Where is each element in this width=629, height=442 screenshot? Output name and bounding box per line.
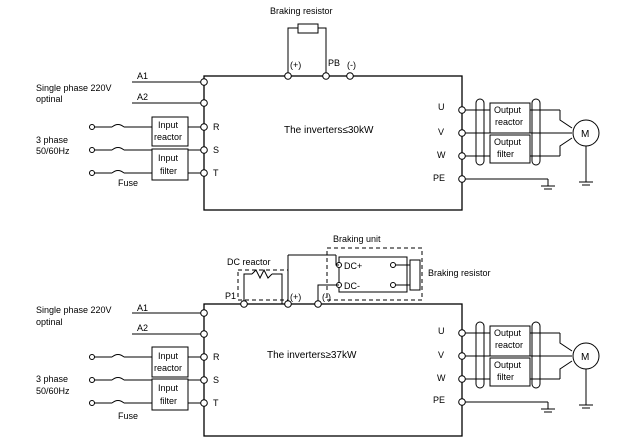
bottom-p1-label: P1: [225, 291, 236, 301]
top-ferrite-right: [531, 98, 541, 166]
top-fuse-group: [89, 124, 152, 176]
bottom-u-label: U: [438, 326, 445, 336]
bottom-a1-label: A1: [137, 303, 148, 313]
top-braking-resistor-wire: [287, 27, 298, 76]
top-braking-resistor-symbol: [297, 23, 319, 34]
top-pb-label: PB: [328, 58, 340, 68]
top-three-phase-line2: 50/60Hz: [36, 146, 70, 156]
bottom-braking-unit-box: [326, 247, 423, 301]
top-three-phase-line1: 3 phase: [36, 135, 68, 145]
bottom-inverter-label: The inverters≥37kW: [267, 350, 357, 361]
bottom-input-reactor-line2: reactor: [154, 363, 182, 373]
top-ground-icon: [541, 179, 555, 190]
bottom-input-reactor-line1: Input: [158, 351, 179, 361]
bottom-motor-label: M: [581, 352, 589, 363]
top-output-reactor-box: [489, 102, 531, 134]
bottom-dc-plus-label: DC+: [344, 261, 362, 271]
top-a2-label: A2: [137, 92, 148, 102]
top-output-filter-line2: filter: [497, 149, 514, 159]
top-single-phase-line2: optinal: [36, 94, 63, 104]
bottom-ferrite-right: [531, 321, 541, 389]
bottom-diagram: The inverters≥37kW Braking unit DC+ DC- …: [36, 234, 600, 437]
top-terminal-minus: [346, 72, 354, 80]
top-output-reactor-line1: Output: [494, 105, 522, 115]
bottom-plus-label: (+): [290, 292, 301, 302]
top-diagram: The inverters≤30kW Braking resistor (+) …: [36, 6, 600, 211]
bottom-input-filter-line2: filter: [160, 396, 177, 406]
bottom-output-reactor-line1: Output: [494, 328, 522, 338]
bottom-braking-resistor-symbol: [409, 259, 421, 291]
top-w-label: W: [437, 150, 446, 160]
bottom-a2-label: A2: [137, 323, 148, 333]
top-input-reactor-line2: reactor: [154, 132, 182, 142]
bottom-pe-label: PE: [433, 395, 445, 405]
top-a1-label: A1: [137, 71, 148, 81]
top-input-reactor-line1: Input: [158, 120, 179, 130]
bottom-input-reactor-box: [151, 346, 189, 378]
top-ferrite-left: [475, 98, 485, 166]
bottom-fuse-group: [89, 354, 152, 406]
bottom-braking-unit-label: Braking unit: [333, 234, 381, 244]
bottom-dc-minus-label: DC-: [344, 281, 360, 291]
top-u-label: U: [438, 102, 445, 112]
top-input-filter-line2: filter: [160, 166, 177, 176]
bottom-ferrite-left: [475, 321, 485, 389]
top-output-filter-line1: Output: [494, 137, 522, 147]
bottom-output-filter-line1: Output: [494, 360, 522, 370]
top-motor-label: M: [581, 129, 589, 140]
top-fuse-label: Fuse: [118, 178, 138, 188]
top-input-filter-line1: Input: [158, 153, 179, 163]
top-output-reactor-line2: reactor: [495, 117, 523, 127]
bottom-s-label: S: [213, 375, 219, 385]
top-r-label: R: [213, 122, 220, 132]
bottom-input-filter-box: [151, 378, 189, 411]
bottom-r-label: R: [213, 352, 220, 362]
bottom-fuse-label: Fuse: [118, 411, 138, 421]
top-terminal-a1: [200, 78, 208, 86]
bottom-three-phase-line2: 50/60Hz: [36, 386, 70, 396]
bottom-output-filter-line2: filter: [497, 372, 514, 382]
bottom-v-label: V: [438, 350, 444, 360]
top-plus-label: (+): [290, 60, 301, 70]
bottom-dc-reactor-label: DC reactor: [227, 257, 271, 267]
bottom-motor-ground-icon: [579, 404, 593, 409]
bottom-inverter-box: [203, 303, 463, 437]
bottom-output-reactor-line2: reactor: [495, 340, 523, 350]
top-output-filter-box: [489, 134, 531, 164]
bottom-output-reactor-box: [489, 325, 531, 357]
top-t-label: T: [213, 168, 219, 178]
top-minus-label: (-): [347, 60, 356, 70]
top-motor-ground-icon: [579, 181, 593, 186]
bottom-three-phase-line1: 3 phase: [36, 374, 68, 384]
top-terminal-plus: [284, 72, 292, 80]
bottom-output-filter-box: [489, 357, 531, 387]
top-braking-resistor-label: Braking resistor: [270, 6, 333, 16]
bottom-single-phase-line2: optinal: [36, 317, 63, 327]
bottom-single-phase-line1: Single phase 220V: [36, 305, 112, 315]
bottom-minus-label: (-): [322, 292, 331, 302]
top-s-label: S: [213, 145, 219, 155]
top-input-reactor-box: [151, 116, 189, 147]
top-inverter-box: [203, 75, 463, 211]
top-braking-resistor-wire-b: [318, 27, 327, 76]
bottom-dc-reactor-coil: [251, 268, 273, 280]
top-terminal-a2: [200, 99, 208, 107]
top-v-label: V: [438, 127, 444, 137]
bottom-t-label: T: [213, 398, 219, 408]
bottom-braking-resistor-label: Braking resistor: [428, 268, 491, 278]
top-terminal-pb: [322, 72, 330, 80]
bottom-w-label: W: [437, 373, 446, 383]
top-inverter-label: The inverters≤30kW: [284, 125, 374, 136]
top-input-filter-box: [151, 148, 189, 181]
bottom-ground-icon: [541, 402, 555, 413]
top-pe-label: PE: [433, 173, 445, 183]
bottom-input-filter-line1: Input: [158, 383, 179, 393]
top-single-phase-line1: Single phase 220V: [36, 83, 112, 93]
